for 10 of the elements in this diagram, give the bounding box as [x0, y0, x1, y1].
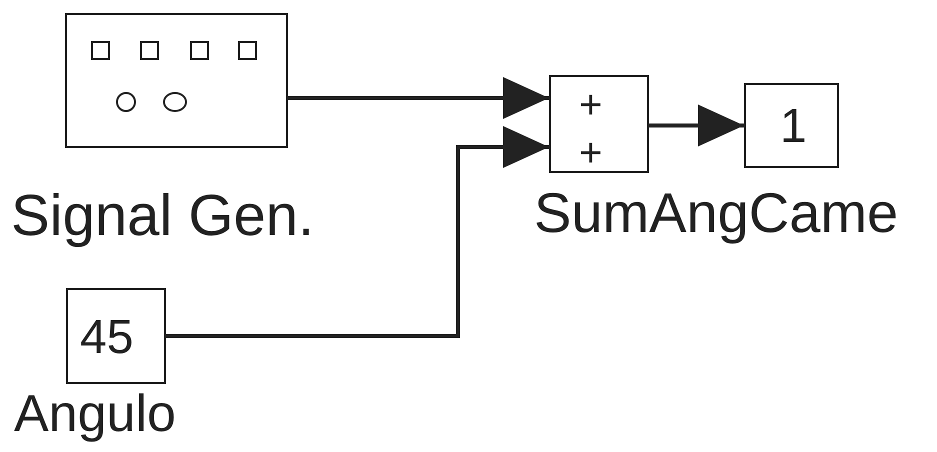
arrow [288, 77, 549, 119]
constant-value: 45 [80, 314, 134, 362]
plus-sign: + [579, 85, 602, 125]
block-label: Signal Gen. [11, 187, 314, 245]
display-value: 1 [780, 103, 807, 151]
arrow [166, 126, 549, 338]
display-block [744, 83, 839, 168]
arrow [649, 104, 744, 146]
plus-sign: + [579, 133, 602, 173]
block-label: Angulo [14, 388, 176, 440]
